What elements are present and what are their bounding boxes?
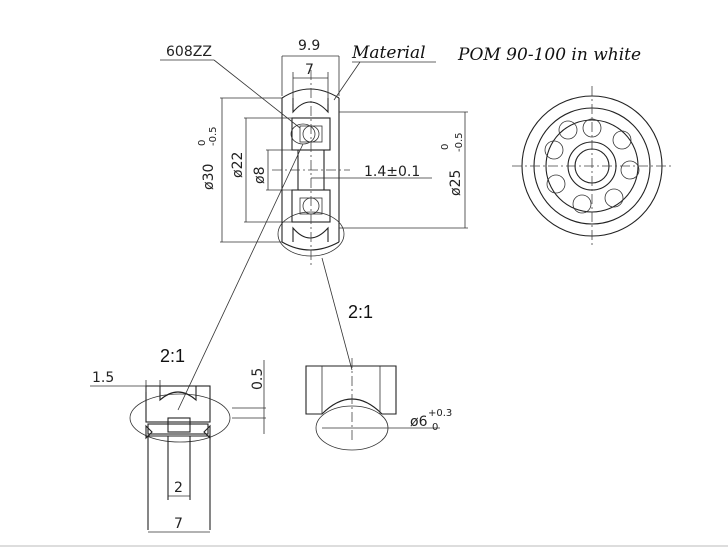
dim-1-5: 1.5 xyxy=(92,370,114,386)
dim-2: 2 xyxy=(174,480,183,496)
dim-offset: 1.4±0.1 xyxy=(364,164,420,180)
detail-view-left: 2:1 1.5 0.5 2 7 xyxy=(90,143,304,533)
dim-groove-tol-lower: 0 xyxy=(432,422,438,433)
dim-7-bottom: 7 xyxy=(174,516,183,532)
material-spec: POM 90-100 in white xyxy=(457,45,641,65)
material-word: Material xyxy=(351,43,426,63)
scale-right: 2:1 xyxy=(348,302,373,322)
dim-0-5: 0.5 xyxy=(250,368,266,390)
dim-dia-groove: ø25 xyxy=(448,170,464,196)
dim-dia-outer-tol-upper: 0 xyxy=(197,140,208,146)
dim-width-inner: 7 xyxy=(305,62,314,78)
dim-groove-dia: ø6 xyxy=(410,414,428,430)
dim-dia-8: ø8 xyxy=(252,167,268,184)
dim-dia-outer-tol-lower: -0.5 xyxy=(208,126,219,146)
dim-dia-groove-tol-upper: 0 xyxy=(440,144,451,150)
dim-dia-outer: ø30 xyxy=(201,164,217,190)
dim-groove-tol-upper: +0.3 xyxy=(428,408,452,419)
section-view: 9.9 7 608ZZ Material POM 90-100 in white… xyxy=(160,38,641,268)
detail-view-right: 2:1 ø6 +0.3 0 xyxy=(305,257,452,451)
front-view xyxy=(512,86,672,246)
dim-width-outer: 9.9 xyxy=(298,38,320,54)
bearing-label: 608ZZ xyxy=(166,44,212,60)
dim-dia-groove-tol-lower: -0.5 xyxy=(454,132,465,152)
scale-left: 2:1 xyxy=(160,346,185,366)
dim-dia-22: ø22 xyxy=(230,152,246,178)
